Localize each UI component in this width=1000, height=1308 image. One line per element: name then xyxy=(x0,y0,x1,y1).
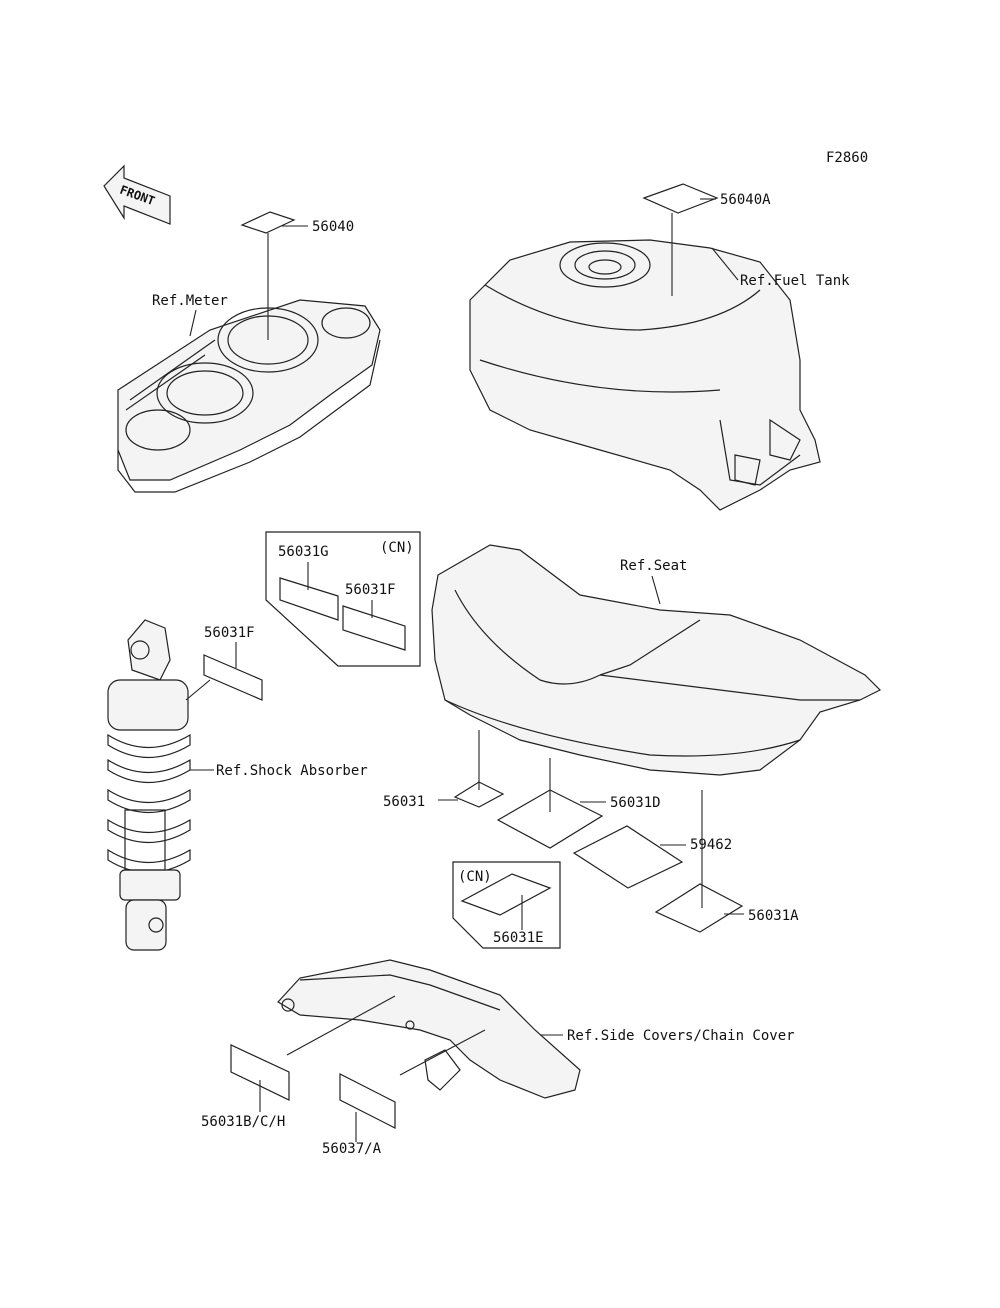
part-56031F-box: 56031F xyxy=(345,582,396,598)
cn-box-lower xyxy=(452,861,561,949)
label-56040A-sticker xyxy=(642,183,719,214)
part-56031A: 56031A xyxy=(748,908,799,924)
label-56037A-sticker xyxy=(339,1073,396,1129)
cn-tag-upper: (CN) xyxy=(380,540,414,556)
ref-side-covers: Ref.Side Covers/Chain Cover xyxy=(567,1028,795,1044)
ref-shock-absorber: Ref.Shock Absorber xyxy=(216,763,368,779)
cn-box-upper xyxy=(265,531,421,667)
part-56037A: 56037/A xyxy=(322,1141,382,1157)
figure-code: F2860 xyxy=(826,150,868,166)
ref-seat: Ref.Seat xyxy=(620,558,687,574)
ref-fuel-tank: Ref.Fuel Tank xyxy=(740,273,850,289)
part-56031F: 56031F xyxy=(204,625,255,641)
label-56031G-sticker xyxy=(279,577,339,621)
seat-illustration xyxy=(431,544,882,776)
label-56031-sticker xyxy=(453,781,505,808)
part-59462: 59462 xyxy=(690,837,732,853)
cn-tag-lower: (CN) xyxy=(458,869,492,885)
part-56031E: 56031E xyxy=(493,930,544,946)
label-56031D-sticker xyxy=(496,789,604,849)
front-arrow-icon: FRONT xyxy=(103,164,171,225)
ref-meter: Ref.Meter xyxy=(152,293,228,309)
fuel-tank-illustration xyxy=(469,239,821,511)
label-56031F-box-sticker xyxy=(342,605,406,651)
part-56031D: 56031D xyxy=(610,795,661,811)
part-56031BCH: 56031B/C/H xyxy=(201,1114,285,1130)
part-56040A: 56040A xyxy=(720,192,771,208)
part-56040: 56040 xyxy=(312,219,354,235)
label-56040-sticker xyxy=(240,211,296,234)
part-56031: 56031 xyxy=(383,794,425,810)
label-59462-sticker xyxy=(572,825,684,889)
part-56031G: 56031G xyxy=(278,544,329,560)
label-56031BCH-sticker xyxy=(230,1044,290,1101)
label-56031A-sticker xyxy=(654,883,744,933)
label-56031E-sticker xyxy=(460,873,552,916)
shock-absorber-illustration xyxy=(107,619,191,951)
label-56031F-sticker xyxy=(203,654,263,701)
meter-illustration xyxy=(117,299,381,493)
side-cover-illustration xyxy=(277,959,581,1099)
